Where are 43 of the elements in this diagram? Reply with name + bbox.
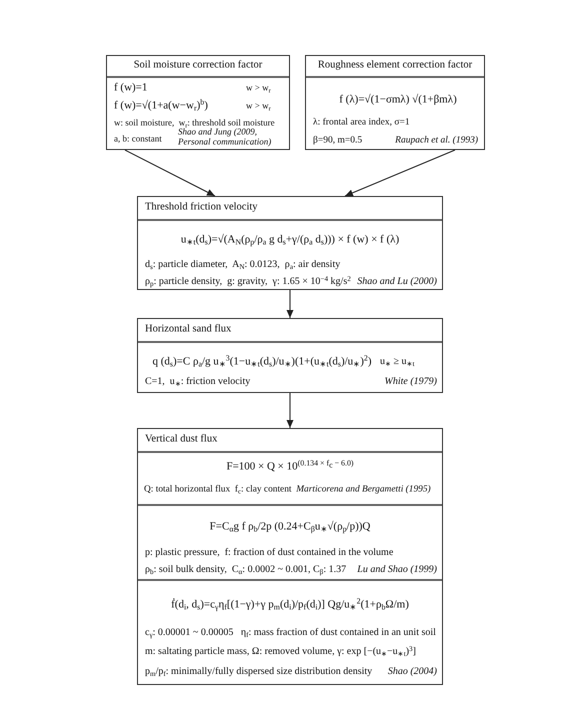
section-heading: Roughness element correction factor <box>318 60 472 72</box>
equation: f (w)=√(1+a(w−w$_{r}$)$^{b}$) <box>114 99 208 113</box>
arrow <box>286 290 294 318</box>
section-heading: Vertical dust flux <box>145 434 218 446</box>
variable-definitions: m: saltating particle mass, Ω: removed volume, γ: exp [−(u$_{∗}$−u$_{∗t}$)$^{3}$] <box>145 646 416 658</box>
condition-text: u$_{∗}$ ≥ u$_{∗t}$ <box>380 356 414 368</box>
condition-text: w > w$_{r}$ <box>246 100 271 112</box>
variable-definitions: C=1, u$_{∗}$: friction velocity <box>145 376 250 388</box>
equation: ḟ(d$_{i}$, d$_{s}$)=c$_{γ}$η$_{f}$[(1−γ)+γ p$_{m}$(d$_{i}$)/p$_{f}$(d$_{i}$)] Qg/u$_{∗}$$^{2}$(1+ρ$_{b}$Ω/m) <box>171 598 409 612</box>
variable-definitions: β=90, m=0.5 <box>313 135 362 147</box>
citation: Shao (2004) <box>388 666 437 678</box>
section-box <box>137 428 443 685</box>
arrow <box>124 150 216 196</box>
citation: Shao and Lu (2000) <box>357 276 437 288</box>
arrow <box>344 150 456 196</box>
section-box <box>137 196 443 290</box>
equation: u$_{∗t}$(d$_{s}$)=√(A$_{N}$(ρ$_{p}$/ρ$_{a}$ g d$_{s}$+γ/(ρ$_{a}$ d$_{s}$))) × f (w) × f (λ) <box>180 233 400 247</box>
equation: F=C$_{α}$g f ρ$_{b}$/2p (0.24+C$_{β}$u$_{∗}$√(ρ$_{p}$/p))Q <box>210 520 370 534</box>
variable-definitions: a, b: constant <box>114 134 162 144</box>
variable-definitions: p$_{m}$/p$_{f}$: minimally/fully dispersed size distribution density <box>145 666 372 678</box>
equation: f (λ)=√(1−σmλ) √(1+βmλ) <box>339 93 457 107</box>
citation: White (1979) <box>384 376 437 388</box>
equation: q (d$_{s}$)=C ρ$_{a}$/g u$_{∗}$$^{3}$(1−u$_{∗t}$(d$_{s}$)/u$_{∗}$)(1+(u$_{∗t}$(d$_{s}$)/u$_{∗}$)$^{2}$) <box>152 355 372 369</box>
section-heading: Horizontal sand flux <box>145 324 232 336</box>
variable-definitions: Q: total horizontal flux f$_{c}$: clay content Marticorena and Bergametti (1995) <box>144 484 431 496</box>
variable-definitions: ρ$_{p}$: particle density, g: gravity, γ: 1.65 × 10$^{−4}$ kg/s$^{2}$ <box>145 276 351 288</box>
condition-text: w > w$_{r}$ <box>246 82 271 94</box>
variable-definitions: λ: frontal area index, σ=1 <box>313 117 410 129</box>
section-box <box>137 318 443 393</box>
citation: Raupach et al. (1993) <box>395 135 478 147</box>
variable-definitions: w: soil moisture, w$_{r}$: threshold soil moisture <box>114 118 275 128</box>
variable-definitions: c$_{γ}$: 0.00001 ~ 0.00005 η$_{f}$: mass fraction of dust contained in an unit soil <box>145 627 436 639</box>
variable-definitions: p: plastic pressure, f: fraction of dust contained in the volume <box>145 547 394 559</box>
section-box <box>305 55 485 150</box>
equation: f (w)=1 <box>114 81 148 95</box>
variable-definitions: ρ$_{b}$: soil bulk density, C$_{α}$: 0.0002 ~ 0.001, C$_{β}$: 1.37 <box>145 564 346 576</box>
citation: Shao and Jung (2009, Personal communication) <box>178 126 272 148</box>
arrow <box>286 392 294 428</box>
variable-definitions: d$_{s}$: particle diameter, A$_{N}$: 0.0123, ρ$_{a}$: air density <box>145 259 340 271</box>
section-heading: Threshold friction velocity <box>145 202 258 214</box>
citation: Lu and Shao (1999) <box>357 564 437 576</box>
section-box <box>106 55 290 150</box>
section-heading: Soil moisture correction factor <box>134 60 262 72</box>
